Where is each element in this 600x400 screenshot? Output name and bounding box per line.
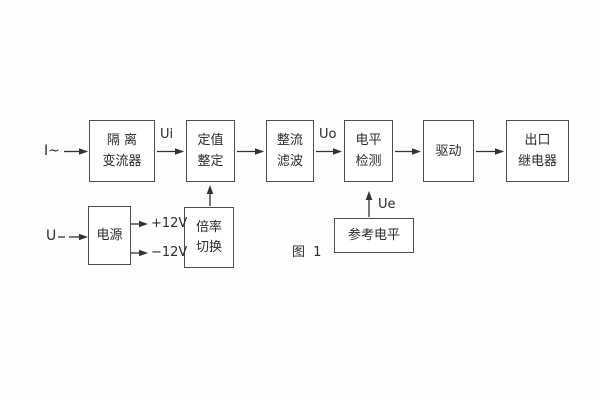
block-rectifier-line2: 滤波	[276, 154, 303, 169]
arrow-input-current	[64, 148, 88, 155]
power-plus12-label: +12V	[151, 216, 188, 231]
signal-ui-label: Ui	[160, 127, 174, 142]
block-power-supply: 电源	[88, 206, 131, 265]
arrow-isolation-to-setting	[157, 148, 184, 155]
power-minus12-label: −12V	[151, 245, 188, 260]
block-level-detection: 电平 检测	[344, 120, 393, 182]
signal-uo-label: Uo	[319, 127, 337, 142]
block-relay-line1: 出口	[524, 133, 551, 148]
block-ratio-line1: 倍率	[195, 219, 222, 235]
figure-caption: 图 1	[292, 245, 324, 260]
block-setting-line2: 整定	[197, 154, 224, 169]
block-isolation-transformer: 隔 离 变流器	[89, 120, 155, 182]
block-reference-level: 参考电平	[334, 218, 414, 253]
signal-ue-label: Ue	[378, 197, 396, 212]
block-power-label: 电源	[96, 228, 123, 243]
block-reference-label: 参考电平	[347, 228, 400, 243]
block-setting: 定值 整定	[186, 120, 235, 182]
arrow-reference-ue	[365, 191, 373, 217]
block-rectifier-filter: 整流 滤波	[266, 120, 314, 182]
block-level-line2: 检测	[355, 154, 382, 169]
block-rectifier-line1: 整流	[276, 133, 303, 148]
input-current-label: I~	[44, 143, 60, 159]
block-level-line1: 电平	[355, 133, 382, 148]
block-drive: 驱动	[423, 120, 474, 182]
arrow-power-minus12	[131, 249, 148, 257]
block-isolation-line2: 变流器	[102, 154, 142, 169]
block-ratio-line2: 切换	[195, 240, 222, 256]
arrow-ratio-to-setting	[206, 185, 214, 206]
arrow-setting-to-rectifier	[237, 148, 264, 155]
input-voltage-label: U	[46, 228, 57, 244]
arrow-drive-to-relay	[476, 148, 504, 155]
arrow-power-plus12	[131, 220, 148, 228]
arrow-rectifier-to-level	[316, 148, 342, 155]
block-relay-line2: 继电器	[517, 154, 557, 169]
arrow-level-to-drive	[395, 148, 421, 155]
block-drive-label: 驱动	[435, 143, 462, 159]
arrow-input-voltage	[58, 233, 88, 241]
block-setting-line1: 定值	[197, 133, 224, 148]
block-isolation-line1: 隔 离	[106, 133, 138, 148]
block-ratio-switch: 倍率 切换	[184, 207, 234, 268]
block-output-relay: 出口 继电器	[506, 120, 569, 182]
